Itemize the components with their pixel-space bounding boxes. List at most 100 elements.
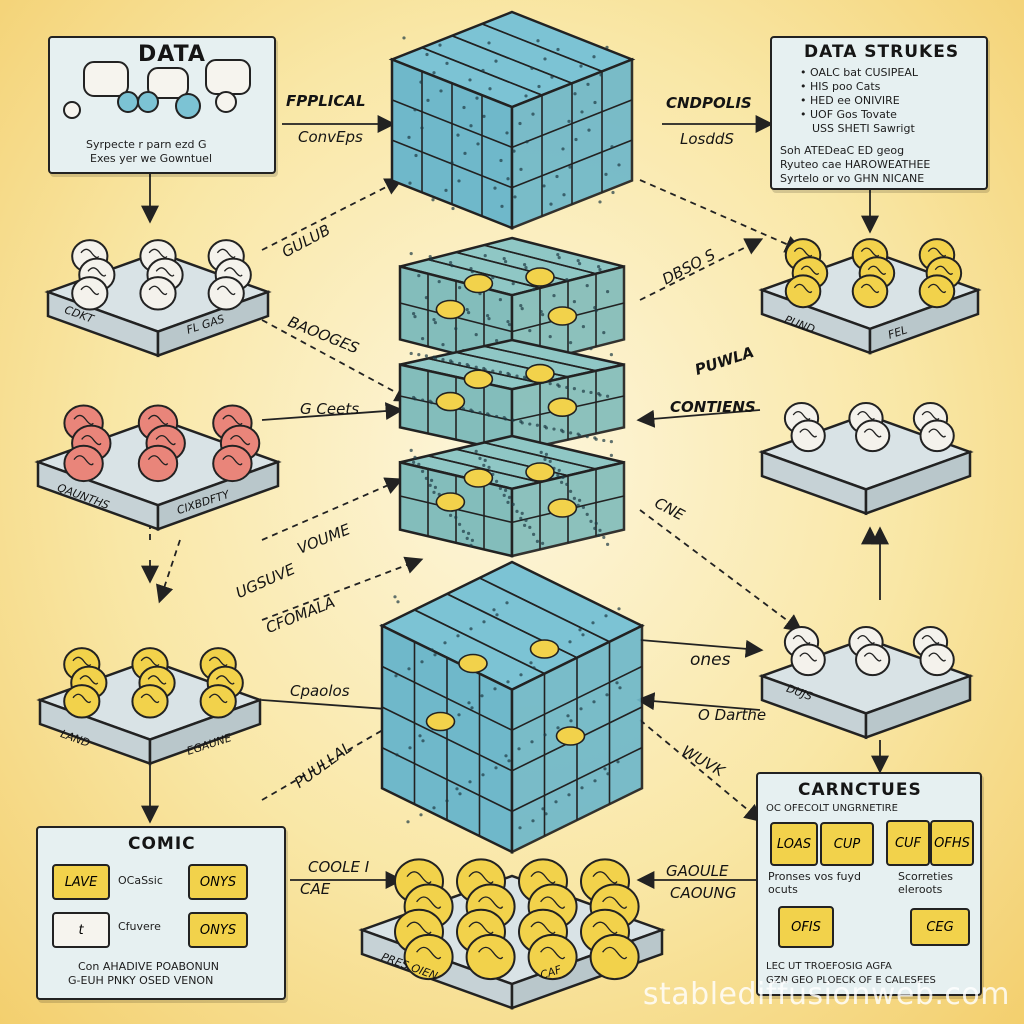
yellow-token [436, 301, 464, 319]
cube-speckle [503, 257, 506, 260]
cube-speckle [589, 520, 592, 523]
cube-speckle [586, 284, 589, 287]
yellow-token [531, 640, 559, 658]
cube-speckle [495, 613, 498, 616]
panel-text-line: Syrtelo or vo GHN NICANE [780, 172, 924, 185]
cube-speckle [408, 746, 411, 749]
cube-speckle [592, 55, 595, 58]
cube-speckle [466, 537, 469, 540]
cube-speckle [441, 343, 444, 346]
cube-speckle [532, 533, 535, 536]
cube-speckle [425, 477, 428, 480]
cube-speckle [468, 780, 471, 783]
cube-speckle [552, 427, 555, 430]
cube-speckle [567, 793, 570, 796]
cube-speckle [475, 366, 478, 369]
cube-speckle [413, 456, 416, 459]
cube-speckle [438, 280, 441, 283]
comic-tile: ONYS [188, 912, 248, 948]
cube-speckle [478, 411, 481, 414]
cube-speckle [393, 595, 396, 598]
yellow-token [427, 713, 455, 731]
cube-speckle [603, 767, 606, 770]
ball [213, 446, 251, 481]
cube-speckle [470, 706, 473, 709]
cube-speckle [505, 601, 508, 604]
cube-speckle [569, 719, 572, 722]
cube-speckle [420, 126, 423, 129]
cube-speckle [605, 693, 608, 696]
cube-speckle [469, 408, 472, 411]
ball [786, 275, 821, 307]
cube-speckle [491, 369, 494, 372]
cube-speckle [602, 439, 605, 442]
label-odarthe: O Darthe [698, 706, 766, 724]
cube-speckle [469, 627, 472, 630]
cube-speckle [524, 94, 527, 97]
cube-speckle [595, 522, 598, 525]
cube-speckle [556, 48, 559, 51]
cube-speckle [486, 314, 489, 317]
cube-speckle [523, 263, 526, 266]
ball [209, 277, 244, 309]
cube-speckle [577, 504, 580, 507]
cube-speckle [566, 714, 569, 717]
tile-caption: OCaSsic [118, 874, 163, 887]
cube-speckle [519, 673, 522, 676]
cube-speckle [481, 69, 484, 72]
cube-speckle [586, 513, 589, 516]
cube-speckle [586, 435, 589, 438]
cube-speckle [408, 182, 411, 185]
cube-speckle [568, 640, 571, 643]
cube-speckle [549, 335, 552, 338]
cube-speckle [591, 621, 594, 624]
cube-speckle [604, 173, 607, 176]
cube-speckle [558, 256, 561, 259]
cube-speckle [487, 317, 490, 320]
cube-speckle [505, 131, 508, 134]
cube-speckle [562, 193, 565, 196]
cube-speckle [589, 391, 592, 394]
cube-speckle [494, 766, 497, 769]
cube-speckle [504, 260, 507, 263]
panel-carnctues: CARNCTUES OC OFECOLT UNGRNETIRE LOAS CUP… [756, 772, 982, 996]
cube-speckle [430, 648, 433, 651]
cube-speckle [541, 807, 544, 810]
cube-speckle [606, 543, 609, 546]
cube-speckle [537, 85, 540, 88]
cube-speckle [549, 460, 552, 463]
cube-speckle [580, 110, 583, 113]
cube-speckle [484, 459, 487, 462]
bullet-text: USS SHETI Sawrigt [812, 122, 915, 135]
cube-speckle [556, 253, 559, 256]
cube-speckle [512, 419, 515, 422]
ball [64, 685, 99, 717]
cube-speckle [523, 524, 526, 527]
ball [72, 277, 107, 309]
panel-text-line: LEC UT TROEFOSIG AGFA [766, 960, 892, 973]
panel-subtitle: OC OFECOLT UNGRNETIRE [766, 802, 898, 815]
cube-speckle [593, 306, 596, 309]
cube-speckle [543, 458, 546, 461]
cube-speckle [454, 516, 457, 519]
panel-title: COMIC [128, 834, 196, 854]
cube-speckle [478, 457, 481, 460]
cube-speckle [454, 327, 457, 330]
panel-text-line: G-EUH PNKY OSED VENON [68, 974, 213, 987]
cube-speckle [499, 159, 502, 162]
cube-speckle [394, 674, 397, 677]
structure-tile: OFIS [778, 906, 834, 948]
cube-speckle [617, 163, 620, 166]
cube-speckle [513, 195, 516, 198]
label-gceets: G Ceets [300, 400, 359, 418]
cube-speckle [565, 278, 568, 281]
cube-speckle [487, 466, 490, 469]
cube-speckle [597, 265, 600, 268]
cube-speckle [491, 276, 494, 279]
cube-speckle [466, 363, 469, 366]
cube-speckle [488, 87, 491, 90]
cube-speckle [455, 787, 458, 790]
cube-speckle [421, 739, 424, 742]
cube-speckle [443, 641, 446, 644]
label-coole: COOLE I [308, 858, 369, 876]
